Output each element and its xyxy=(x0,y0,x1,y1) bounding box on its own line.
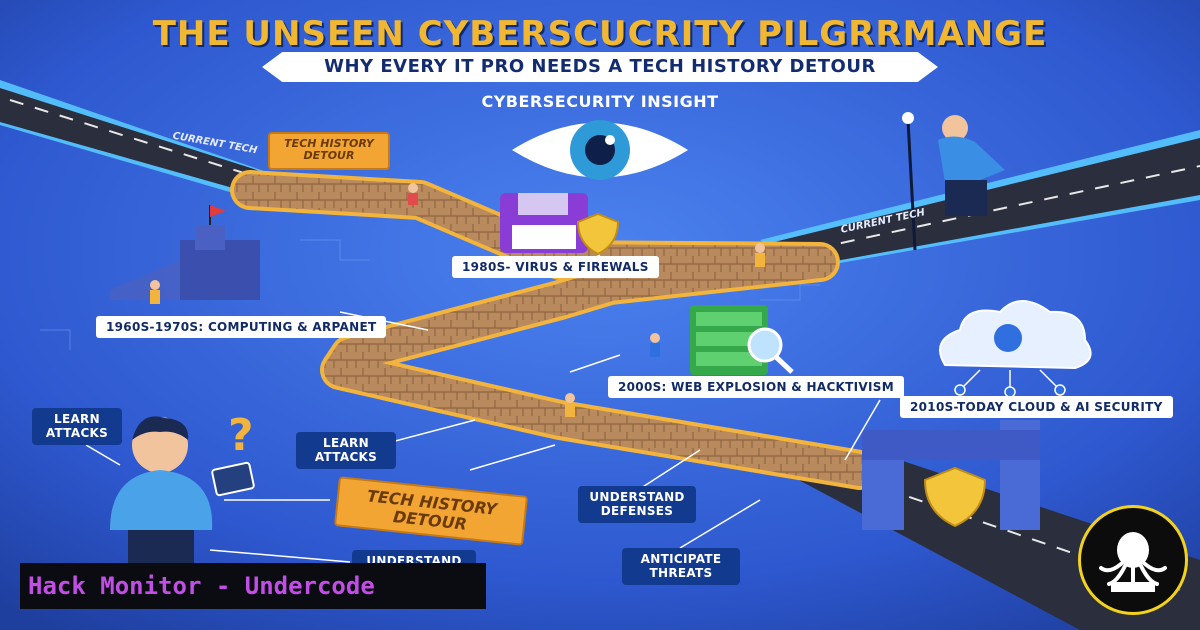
brand-banner: Hack Monitor - Undercode xyxy=(20,563,486,609)
gate-icon xyxy=(862,420,1040,530)
server-icon xyxy=(690,305,768,375)
path-figures xyxy=(150,183,765,417)
era-2000s-label: 2000s: WEB EXPLOSION & HACKTIVISM xyxy=(608,376,904,399)
callout-anticipate-threats: ANTICIPATE THREATS xyxy=(622,548,740,585)
floppy-disk-icon xyxy=(500,193,588,253)
callout-learn-attacks-center: LEARN ATTACKS xyxy=(296,432,396,469)
castle-icon xyxy=(110,205,260,300)
shield-icon xyxy=(576,212,620,256)
eye-icon xyxy=(512,120,688,180)
cloud-network-icon xyxy=(939,300,1092,398)
callout-arrows xyxy=(85,254,881,563)
era-1960s-label: 1960s-1970s: COMPUTING & ARPANET xyxy=(96,316,387,339)
detour-sign-top: TECH HISTORY DETOUR xyxy=(268,132,390,170)
octopus-logo-graphic xyxy=(1099,532,1167,592)
octopus-logo-icon xyxy=(1078,505,1188,615)
callout-learn-attacks-left: LEARN ATTACKS xyxy=(32,408,122,445)
stone-path xyxy=(230,170,880,490)
era-1980s-label: 1980s- VIRUS & FIREWALS xyxy=(452,256,659,279)
left-road xyxy=(0,80,290,195)
hiker-icon xyxy=(902,112,1005,251)
era-2010s-label: 2010s-TODAY CLOUD & AI SECURITY xyxy=(900,396,1173,419)
magnifier-icon xyxy=(747,327,794,374)
callout-understand-defenses: UNDERSTAND DEFENSES xyxy=(578,486,696,523)
insight-heading: CYBERSECURITY INSIGHT xyxy=(481,92,719,111)
page-title: THE UNSEEN CYBERSCUCRITY PILGRRMANGE xyxy=(152,14,1048,54)
page-subtitle: WHY EVERY IT PRO NEEDS A TECH HISTORY DE… xyxy=(262,52,938,82)
question-mark: ? xyxy=(228,410,254,461)
